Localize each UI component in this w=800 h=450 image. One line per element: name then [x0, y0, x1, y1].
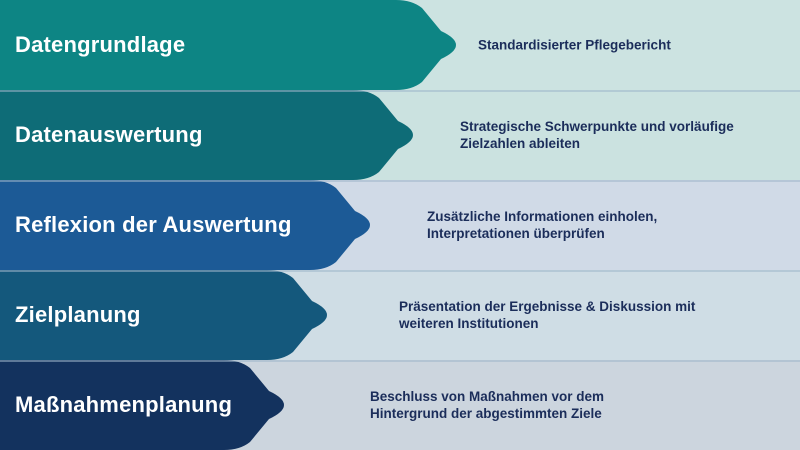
- step-arrow-shape: [0, 360, 284, 450]
- step-description: Präsentation der Ergebnisse & Diskussion…: [399, 299, 696, 331]
- step-arrow-shape: [0, 0, 456, 90]
- step-arrow: [0, 270, 327, 360]
- step-label: Datengrundlage: [15, 32, 186, 57]
- step-arrow-shape: [0, 180, 370, 270]
- step-arrow-shape: [0, 270, 327, 360]
- step-arrow: [0, 0, 456, 90]
- row-divider: [0, 180, 800, 182]
- step-arrow: [0, 90, 413, 180]
- step-description: Standardisierter Pflegebericht: [478, 37, 671, 53]
- step-arrow: [0, 180, 370, 270]
- process-step-row: Maßnahmenplanung Beschluss von Maßnahmen…: [0, 360, 800, 450]
- step-label: Zielplanung: [15, 302, 141, 327]
- step-label: Maßnahmenplanung: [15, 392, 233, 417]
- process-step-row: Datenauswertung Strategische Schwerpunkt…: [0, 90, 800, 180]
- step-label: Reflexion der Auswertung: [15, 212, 292, 237]
- process-step-row: Zielplanung Präsentation der Ergebnisse …: [0, 270, 800, 360]
- row-divider: [0, 270, 800, 272]
- step-label: Datenauswertung: [15, 122, 203, 147]
- step-description: Zusätzliche Informationen einholen, Inte…: [427, 209, 658, 241]
- step-description: Beschluss von Maßnahmen vor dem Hintergr…: [370, 389, 605, 421]
- row-divider: [0, 360, 800, 362]
- step-description: Strategische Schwerpunkte und vorläufige…: [460, 119, 734, 151]
- process-step-row: Datengrundlage Standardisierter Pflegebe…: [0, 0, 800, 90]
- step-arrow-shape: [0, 90, 413, 180]
- step-arrow: [0, 360, 284, 450]
- process-step-row: Reflexion der Auswertung Zusätzliche Inf…: [0, 180, 800, 270]
- row-divider: [0, 90, 800, 92]
